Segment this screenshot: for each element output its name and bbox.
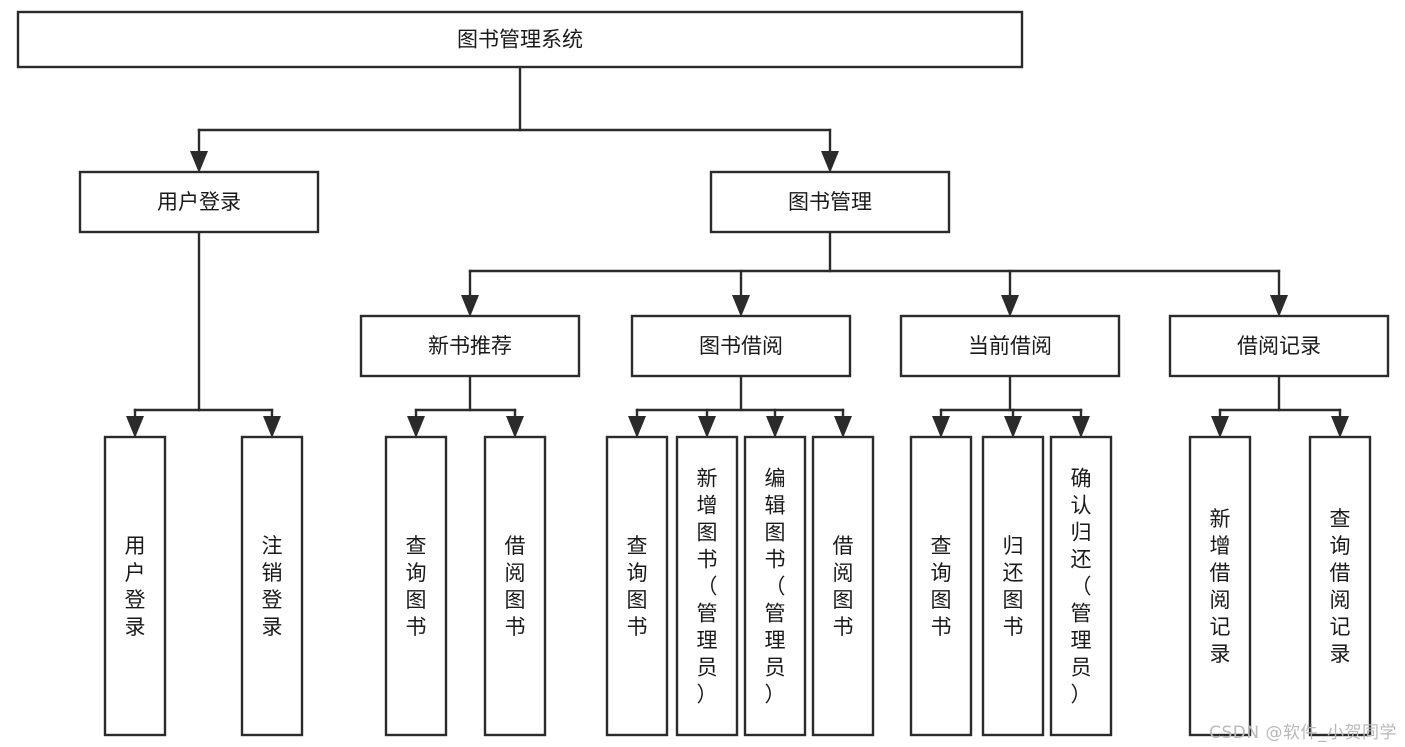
node-box[interactable] — [675, 435, 739, 737]
node-l3-nb-borrow[interactable]: 借阅图书 — [483, 435, 547, 737]
node-box[interactable] — [1168, 314, 1390, 378]
node-box[interactable] — [709, 170, 951, 234]
arrow-head — [126, 416, 144, 438]
arrow-head — [698, 416, 716, 438]
arrow-head — [932, 416, 950, 438]
node-box[interactable] — [1049, 435, 1113, 737]
node-box[interactable] — [981, 435, 1045, 737]
node-box[interactable] — [743, 435, 807, 737]
node-label: 当前借阅 — [968, 334, 1052, 358]
node-l3-nb-query[interactable]: 查询图书 — [384, 435, 448, 737]
arrow-head — [1001, 295, 1019, 317]
node-label: 新书推荐 — [428, 334, 512, 358]
arrow-head — [834, 416, 852, 438]
node-box[interactable] — [1188, 435, 1252, 737]
arrow-head — [1072, 416, 1090, 438]
arrow-head — [628, 416, 646, 438]
node-box[interactable] — [483, 435, 547, 737]
edge-layer — [126, 65, 1349, 438]
node-box[interactable] — [384, 435, 448, 737]
node-label: 借阅记录 — [1237, 334, 1321, 358]
node-l1-user-login[interactable]: 用户登录 — [78, 170, 320, 234]
node-box[interactable] — [630, 314, 852, 378]
node-l2-new-book[interactable]: 新书推荐 — [359, 314, 581, 378]
node-l3-cb-confirm[interactable]: 确认归还（管理员） — [1049, 435, 1113, 737]
arrow-head — [766, 416, 784, 438]
node-l3-logout-leaf[interactable]: 注销登录 — [240, 435, 304, 737]
arrow-head — [732, 295, 750, 317]
watermark-text: CSDN @软件_小贺同学 — [1209, 723, 1397, 743]
node-label: 编辑图书（管理员） — [765, 467, 786, 707]
arrow-head — [407, 416, 425, 438]
node-box[interactable] — [16, 10, 1024, 69]
node-label: 用户登录 — [125, 534, 146, 639]
node-l1-book-mgmt[interactable]: 图书管理 — [709, 170, 951, 234]
node-label: 归还图书 — [1003, 534, 1024, 639]
node-box[interactable] — [240, 435, 304, 737]
node-label: 借阅图书 — [505, 534, 526, 639]
node-label: 注销登录 — [262, 534, 283, 639]
node-box[interactable] — [605, 435, 669, 737]
arrow-head — [1270, 295, 1288, 317]
arrow-head — [1211, 416, 1229, 438]
node-label: 查询图书 — [627, 534, 648, 639]
node-l3-cb-return[interactable]: 归还图书 — [981, 435, 1045, 737]
arrow-head — [1004, 416, 1022, 438]
node-box[interactable] — [811, 435, 875, 737]
node-label: 查询借阅记录 — [1330, 507, 1351, 666]
node-label: 确认归还（管理员） — [1071, 467, 1092, 707]
node-label: 图书管理 — [788, 190, 872, 214]
node-l3-bb-edit[interactable]: 编辑图书（管理员） — [743, 435, 807, 737]
node-layer: 图书管理系统用户登录图书管理新书推荐图书借阅当前借阅借阅记录用户登录注销登录查询… — [16, 10, 1390, 737]
node-box[interactable] — [909, 435, 973, 737]
node-label: 查询图书 — [406, 534, 427, 639]
node-label: 新增借阅记录 — [1210, 507, 1231, 666]
node-label: 图书借阅 — [699, 334, 783, 358]
arrow-head — [263, 416, 281, 438]
node-l3-bb-borrow[interactable]: 借阅图书 — [811, 435, 875, 737]
arrow-head — [821, 151, 839, 173]
node-box[interactable] — [359, 314, 581, 378]
node-label: 查询图书 — [931, 534, 952, 639]
node-l2-record[interactable]: 借阅记录 — [1168, 314, 1390, 378]
arrow-head — [506, 416, 524, 438]
node-l3-rec-add[interactable]: 新增借阅记录 — [1188, 435, 1252, 737]
node-label: 借阅图书 — [833, 534, 854, 639]
node-box[interactable] — [103, 435, 167, 737]
node-l3-bb-query[interactable]: 查询图书 — [605, 435, 669, 737]
node-label: 图书管理系统 — [457, 28, 583, 52]
node-root[interactable]: 图书管理系统 — [16, 10, 1024, 69]
node-l3-cb-query[interactable]: 查询图书 — [909, 435, 973, 737]
node-box[interactable] — [78, 170, 320, 234]
node-l3-user-login-leaf[interactable]: 用户登录 — [103, 435, 167, 737]
node-label: 用户登录 — [157, 190, 241, 214]
arrow-head — [461, 295, 479, 317]
node-l2-current[interactable]: 当前借阅 — [899, 314, 1121, 378]
node-l3-rec-query[interactable]: 查询借阅记录 — [1308, 435, 1372, 737]
node-l2-borrow[interactable]: 图书借阅 — [630, 314, 852, 378]
node-label: 新增图书（管理员） — [697, 467, 718, 707]
node-l3-bb-add[interactable]: 新增图书（管理员） — [675, 435, 739, 737]
arrow-head — [1331, 416, 1349, 438]
arrow-head — [190, 151, 208, 173]
node-box[interactable] — [899, 314, 1121, 378]
node-box[interactable] — [1308, 435, 1372, 737]
